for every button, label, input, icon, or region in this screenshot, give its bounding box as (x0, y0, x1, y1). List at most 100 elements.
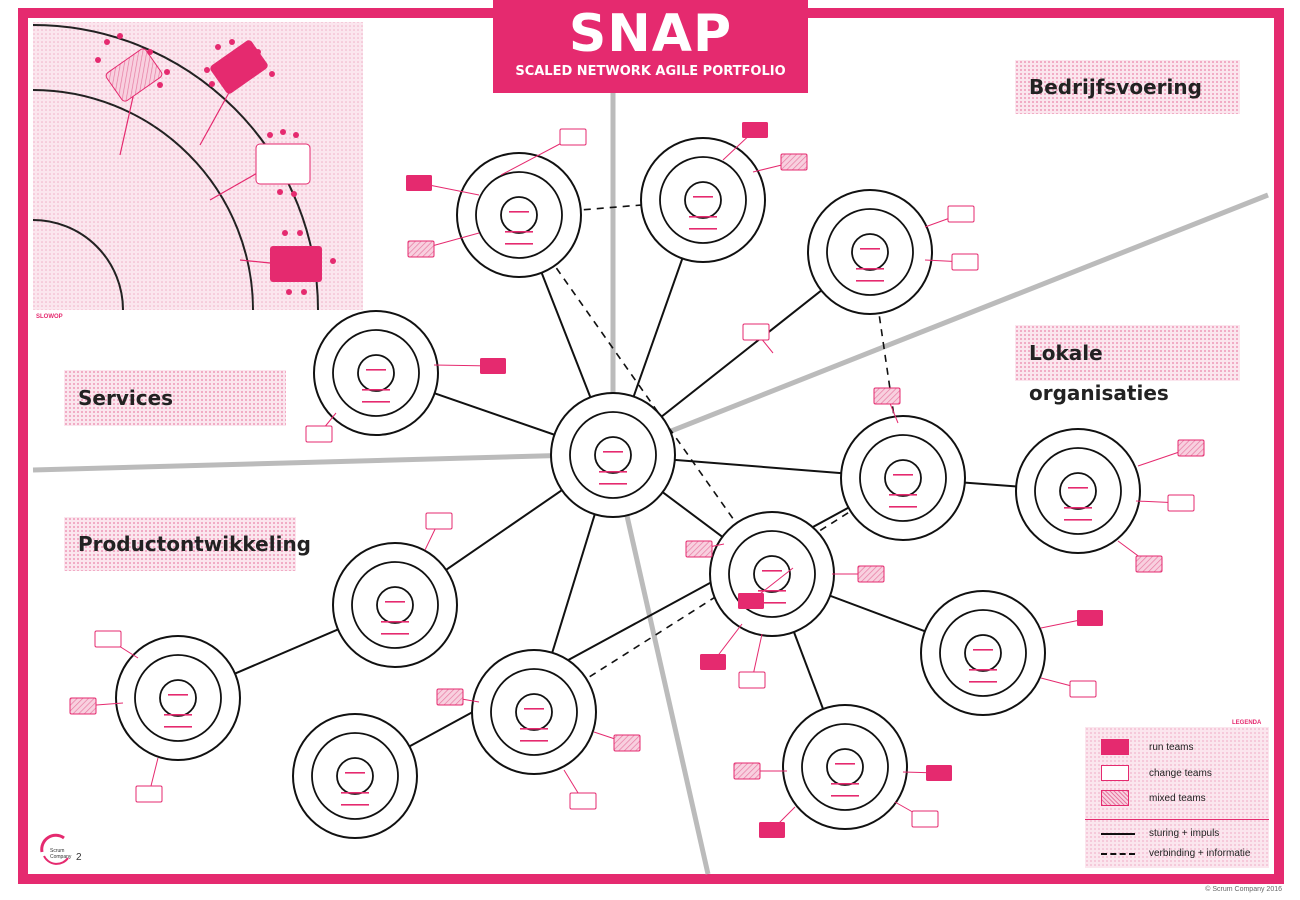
run-team-box (759, 822, 785, 838)
node-inscription (762, 570, 782, 572)
node-ring (376, 586, 414, 624)
change-team-box (911, 810, 939, 828)
node-inscription (758, 602, 786, 604)
team-node-n3 (807, 189, 933, 315)
node-inscription (345, 772, 365, 774)
legend-row-change: change teams (1101, 765, 1212, 781)
team-node-n5 (709, 511, 835, 637)
node-inscription (362, 401, 390, 403)
node-inscription (381, 621, 409, 623)
scrum-company-logo: Scrum Company 2 (40, 833, 82, 865)
copyright: © Scrum Company 2016 (1205, 886, 1282, 893)
node-ring (826, 748, 864, 786)
legend-swatch-change (1101, 765, 1129, 781)
legend-row-run: run teams (1101, 739, 1193, 755)
run-team-box (406, 175, 432, 191)
info-link-n1-n5 (518, 214, 773, 575)
legend-line-solid (1101, 832, 1135, 835)
change-team-box (742, 323, 770, 341)
team-node-center (550, 392, 676, 518)
mixed-team-box (685, 540, 713, 558)
team-node-n8 (115, 635, 241, 761)
inset-label: SLOWOP (36, 314, 63, 320)
title: SNAP (568, 4, 733, 64)
node-inscription (524, 708, 544, 710)
team-node-n7 (332, 542, 458, 668)
legend-swatch-run (1101, 739, 1129, 755)
mixed-team-box (407, 240, 435, 258)
region-bedrijfsvoering: Bedrijfsvoering (1015, 60, 1240, 114)
team-node-n1 (456, 152, 582, 278)
node-inscription (1064, 519, 1092, 521)
node-ring (515, 693, 553, 731)
legend-label-run: run teams (1149, 741, 1194, 753)
node-inscription (168, 694, 188, 696)
change-team-box (738, 671, 766, 689)
node-inscription (599, 471, 627, 473)
node-inscription (856, 280, 884, 282)
divider-west (32, 451, 614, 473)
mixed-team-box (69, 697, 97, 715)
mixed-team-box (733, 762, 761, 780)
region-services: Services (64, 370, 286, 426)
node-ring (500, 196, 538, 234)
change-team-box (1167, 494, 1195, 512)
node-inscription (505, 231, 533, 233)
node-inscription (889, 494, 917, 496)
legend-row-connection: verbinding + informatie (1101, 848, 1250, 859)
legend-label-mixed: mixed teams (1149, 792, 1206, 804)
change-team-box (1069, 680, 1097, 698)
node-ring (753, 555, 791, 593)
inset-run-box-2 (270, 246, 322, 282)
node-inscription (1068, 487, 1088, 489)
team-node-n9 (471, 649, 597, 775)
node-inscription (520, 728, 548, 730)
region-productontwikkeling: Productontwikkeling (64, 517, 311, 571)
node-inscription (366, 369, 386, 371)
divider-east (612, 192, 1269, 457)
node-ring (851, 233, 889, 271)
inset-run-box (210, 40, 268, 94)
node-inscription (969, 669, 997, 671)
change-team-box (94, 630, 122, 648)
node-inscription (969, 681, 997, 683)
run-team-box (480, 358, 506, 374)
node-inscription (893, 474, 913, 476)
mixed-team-box (1177, 439, 1205, 457)
inset-panel (33, 22, 363, 310)
node-inscription (689, 228, 717, 230)
mixed-team-box (613, 734, 641, 752)
node-inscription (831, 783, 859, 785)
inset-change-box (255, 143, 311, 185)
legend-divider (1085, 819, 1269, 820)
svg-text:2: 2 (76, 852, 82, 863)
run-team-box (926, 765, 952, 781)
team-node-n13 (292, 713, 418, 839)
legend-line-dashed (1101, 852, 1135, 855)
legend-title: LEGENDA (1232, 720, 1262, 726)
node-inscription (603, 451, 623, 453)
node-inscription (381, 633, 409, 635)
legend: run teams change teams mixed teams sturi… (1085, 727, 1269, 868)
info-link-n6-n9 (533, 477, 904, 713)
node-ring (1059, 472, 1097, 510)
title-banner: SNAP SCALED NETWORK AGILE PORTFOLIO (493, 0, 808, 93)
legend-row-steering: sturing + impuls (1101, 828, 1219, 839)
node-inscription (341, 804, 369, 806)
change-team-box (951, 253, 979, 271)
node-ring (357, 354, 395, 392)
node-ring (594, 436, 632, 474)
team-node-n10 (920, 590, 1046, 716)
mixed-team-box (780, 153, 808, 171)
node-ring (336, 757, 374, 795)
change-team-box (947, 205, 975, 223)
divider-south (610, 453, 711, 875)
run-team-box (1077, 610, 1103, 626)
node-ring (684, 181, 722, 219)
team-node-n12 (1015, 428, 1141, 554)
node-inscription (505, 243, 533, 245)
node-inscription (835, 763, 855, 765)
node-inscription (520, 740, 548, 742)
node-inscription (385, 601, 405, 603)
team-node-n2 (640, 137, 766, 263)
